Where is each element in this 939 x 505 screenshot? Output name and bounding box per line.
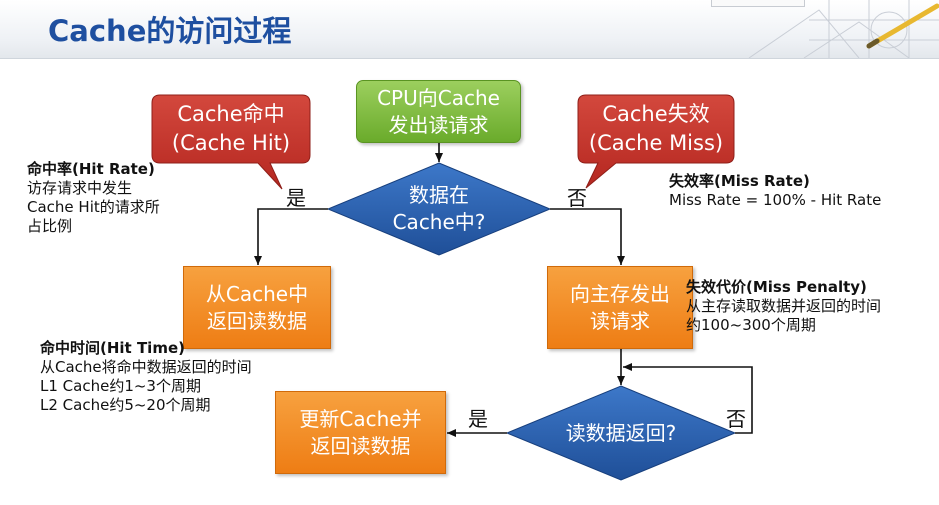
slide-title: Cache的访问过程 bbox=[48, 14, 292, 48]
note-miss-penalty-body: 从主存读取数据并返回的时间 约100~300个周期 bbox=[686, 297, 882, 334]
label-return-no: 否 bbox=[726, 407, 746, 431]
callout-hit-shape bbox=[151, 94, 311, 190]
label-hit-yes: 是 bbox=[286, 186, 306, 210]
note-hit-time-body: 从Cache将命中数据返回的时间 L1 Cache约1~3个周期 L2 Cach… bbox=[40, 358, 252, 414]
note-miss-penalty-title: 失效代价(Miss Penalty) bbox=[686, 278, 867, 296]
node-request-main-memory: 向主存发出 读请求 bbox=[547, 266, 693, 349]
note-miss-rate-body: Miss Rate = 100% - Hit Rate bbox=[669, 191, 882, 209]
header-tab-decoration bbox=[711, 0, 805, 7]
decision-in-cache-shape bbox=[326, 162, 552, 256]
node-update-cache: 更新Cache并 返回读数据 bbox=[275, 391, 446, 474]
note-miss-rate-title: 失效率(Miss Rate) bbox=[669, 172, 810, 190]
arrow-miss-branch bbox=[550, 208, 625, 265]
slide-header bbox=[0, 0, 939, 59]
decision-in-cache: 数据在 Cache中? bbox=[392, 183, 486, 234]
node-cpu-request: CPU向Cache 发出读请求 bbox=[356, 80, 521, 143]
callout-cache-hit: Cache命中 (Cache Hit) bbox=[171, 102, 291, 155]
arrow-retry-loop bbox=[623, 363, 753, 434]
label-miss-no: 否 bbox=[567, 186, 587, 210]
note-hit-time: 命中时间(Hit Time) 从Cache将命中数据返回的时间 L1 Cache… bbox=[40, 339, 252, 415]
note-hit-rate: 命中率(Hit Rate) 访存请求中发生 Cache Hit的请求所 占比例 bbox=[27, 160, 160, 236]
label-return-yes: 是 bbox=[468, 407, 488, 431]
callout-cache-miss: Cache失效 (Cache Miss) bbox=[588, 102, 724, 155]
note-hit-rate-body: 访存请求中发生 Cache Hit的请求所 占比例 bbox=[27, 179, 160, 235]
note-miss-penalty: 失效代价(Miss Penalty) 从主存读取数据并返回的时间 约100~30… bbox=[686, 278, 881, 335]
decision-data-returned-shape bbox=[505, 385, 737, 481]
note-miss-rate: 失效率(Miss Rate) Miss Rate = 100% - Hit Ra… bbox=[669, 172, 881, 210]
blueprint-decoration bbox=[709, 0, 939, 58]
arrow-hit-branch bbox=[254, 208, 328, 265]
decision-data-returned: 读数据返回? bbox=[565, 420, 677, 445]
note-hit-time-title: 命中时间(Hit Time) bbox=[40, 339, 185, 357]
node-read-from-cache: 从Cache中 返回读数据 bbox=[183, 266, 331, 349]
note-hit-rate-title: 命中率(Hit Rate) bbox=[27, 160, 155, 178]
callout-miss-shape bbox=[577, 94, 735, 189]
